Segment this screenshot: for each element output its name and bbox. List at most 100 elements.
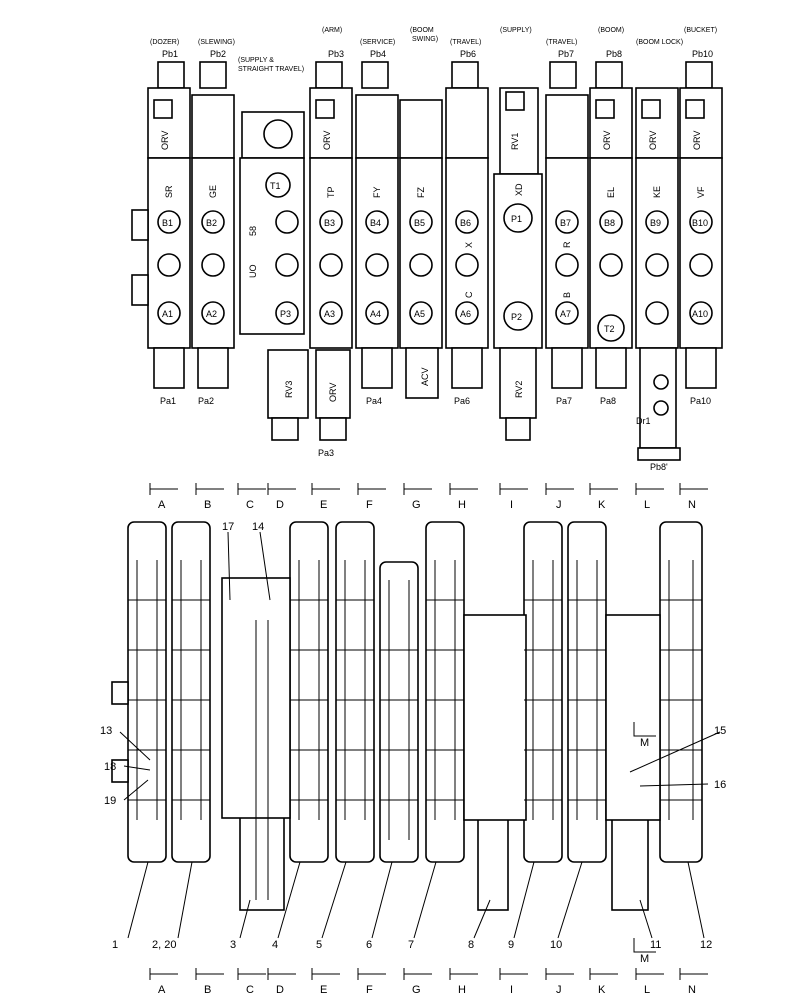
section-label: G xyxy=(412,984,421,996)
section-code: B xyxy=(562,292,572,298)
pilot-port-label: Pa10 xyxy=(690,396,711,406)
valve-label: ORV xyxy=(602,131,612,150)
spool-code: KE xyxy=(652,186,662,198)
port-label: B9 xyxy=(650,218,661,228)
pilot-port-label: Pa7 xyxy=(556,396,572,406)
function-label: (TRAVEL) xyxy=(450,39,481,46)
port-label: Dr1 xyxy=(636,416,651,426)
section-label: C xyxy=(246,499,254,511)
part-callout: 11 xyxy=(650,939,661,951)
function-label: (TRAVEL) xyxy=(546,39,577,46)
function-label: (BOOM xyxy=(410,27,434,34)
section-label: N xyxy=(688,499,696,511)
section-markers-bottom: A B C D E F G H I J K L N xyxy=(149,968,708,996)
spool-code: SR xyxy=(164,185,174,198)
port-label: A6 xyxy=(460,309,471,319)
section-label: L xyxy=(644,499,650,511)
port-label: P2 xyxy=(511,312,522,322)
port-label: A1 xyxy=(162,309,173,319)
section-label: D xyxy=(276,499,284,511)
part-callout: 6 xyxy=(366,939,372,951)
section-label: D xyxy=(276,984,284,996)
valve-label: ORV xyxy=(692,131,702,150)
part-callout: 8 xyxy=(468,939,474,951)
section-label: K xyxy=(598,984,606,996)
valve-label: ORV xyxy=(648,131,658,150)
port-label: B6 xyxy=(460,218,471,228)
section-label: L xyxy=(644,984,650,996)
section-label: G xyxy=(412,499,421,511)
port-a-row xyxy=(157,301,713,325)
section-label: A xyxy=(158,984,166,996)
port-label: B2 xyxy=(206,218,217,228)
lower-fittings xyxy=(153,347,717,461)
valve-label: ORV xyxy=(328,383,338,402)
port-label: P3 xyxy=(280,309,291,319)
function-label: (SUPPLY) xyxy=(500,27,532,34)
part-callout: 3 xyxy=(230,939,236,951)
port-b-row xyxy=(157,210,713,234)
function-label: (BOOM LOCK) xyxy=(636,39,683,46)
part-callout: 18 xyxy=(104,761,116,773)
part-callout: 1 xyxy=(112,939,118,951)
spool-code: GE xyxy=(208,185,218,198)
section-code: X xyxy=(464,242,474,248)
section-label: C xyxy=(246,984,254,996)
section-label: I xyxy=(510,499,513,511)
port-label: B3 xyxy=(324,218,335,228)
section-code: UO xyxy=(248,265,258,279)
part-callout: 17 xyxy=(222,521,234,533)
spool-code: FZ xyxy=(416,187,426,198)
valve-label: ACV xyxy=(420,367,430,386)
function-label: (ARM) xyxy=(322,27,342,34)
pilot-port-label: Pb2 xyxy=(210,49,226,59)
section-label: H xyxy=(458,499,466,511)
pilot-port-label: Pa8 xyxy=(600,396,616,406)
section-markers-top: A B C D E F G H I J K L N xyxy=(149,483,708,511)
spool-ends xyxy=(157,210,713,277)
section-label: N xyxy=(688,984,696,996)
function-label: (BUCKET) xyxy=(684,27,717,34)
pilot-port-label: Pb1 xyxy=(162,49,178,59)
port-label: B1 xyxy=(162,218,173,228)
port-label: T2 xyxy=(604,324,615,334)
function-label: (BOOM) xyxy=(598,27,624,34)
section-label: M xyxy=(640,953,649,965)
port-label: B5 xyxy=(414,218,425,228)
port-label: B8 xyxy=(604,218,615,228)
spool-code: XD xyxy=(514,183,524,196)
pilot-port-label: Pb10 xyxy=(692,49,713,59)
pilot-port-label: Pb3 xyxy=(328,49,344,59)
port-label: A2 xyxy=(206,309,217,319)
spool-code: VF xyxy=(696,186,706,198)
pilot-port-label: Pa1 xyxy=(160,396,176,406)
valve-label: RV1 xyxy=(510,133,520,150)
section-code: C xyxy=(464,291,474,298)
function-label: (SUPPLY & xyxy=(238,57,274,64)
valve-label: RV2 xyxy=(514,381,524,398)
function-label: (SLEWING) xyxy=(198,39,235,46)
spool-code: TP xyxy=(326,186,336,198)
function-label: STRAIGHT TRAVEL) xyxy=(238,66,304,73)
section-code: 58 xyxy=(248,226,258,236)
pilot-port-label: Pb8' xyxy=(650,462,668,472)
valve-label: ORV xyxy=(160,131,170,150)
function-label: SWING) xyxy=(412,36,438,43)
section-label: A xyxy=(158,499,166,511)
port-label: A3 xyxy=(324,309,335,319)
part-callout: 4 xyxy=(272,939,278,951)
section-label: F xyxy=(366,499,373,511)
section-housings xyxy=(127,521,703,911)
section-label: B xyxy=(204,499,211,511)
top-view: (DOZER) (SLEWING) (SUPPLY & STRAIGHT TRA… xyxy=(131,27,723,472)
part-callout: 14 xyxy=(252,521,264,533)
port-label: A7 xyxy=(560,309,571,319)
port-label: B10 xyxy=(692,218,708,228)
pilot-port-label: Pa4 xyxy=(366,396,382,406)
part-callout: 5 xyxy=(316,939,322,951)
section-label: I xyxy=(510,984,513,996)
section-label: J xyxy=(556,984,562,996)
pilot-port-label: Pb7 xyxy=(558,49,574,59)
port-label: T1 xyxy=(270,181,281,191)
pilot-port-label: Pb6 xyxy=(460,49,476,59)
